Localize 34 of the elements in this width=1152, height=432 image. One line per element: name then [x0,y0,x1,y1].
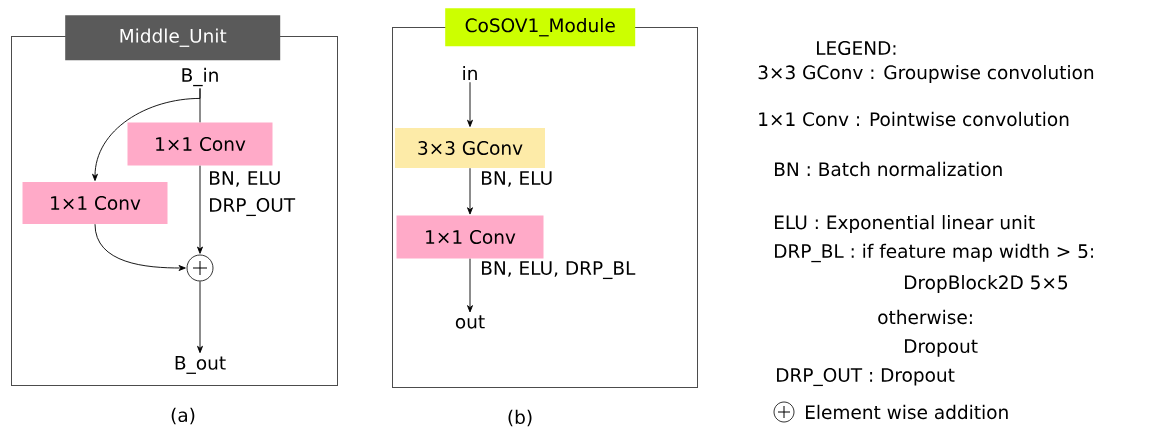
process-box: 1×1 Conv [396,215,544,259]
arrow [467,167,473,215]
title-tab: CoSOV1_Module [445,8,636,47]
edge-label: BN, ELU [482,171,552,187]
legend-text: DRP_OUT : Dropout [777,367,955,387]
node-label: B_in [182,67,218,87]
legend-text: DRP_BL : if feature map width > 5: [775,243,1093,263]
legend-text: 3×3 GConv : Groupwise convolution [758,65,1094,83]
node-label: B_out [175,356,226,374]
legend-text: ELU : Exponential linear unit [775,215,1035,233]
arrow [197,165,203,254]
arrow [94,223,186,271]
arrow [467,258,473,313]
process-box: 1×1 Conv [127,122,273,166]
edge-label: BN, ELU, DRP_BL [482,261,636,280]
legend-text: Dropout [905,339,978,357]
panel-caption: (a) [171,407,195,425]
addition-symbol [186,254,214,282]
legend-text: otherwise: [878,309,972,325]
node-label: in [463,65,477,81]
legend-text: Element wise addition [806,404,1008,420]
arrow [92,87,201,181]
node-label: out [455,315,485,329]
arrow [467,81,473,127]
legend-text: BN : Batch normalization [775,161,1002,177]
arrow [197,280,203,354]
legend-text: LEGEND: [817,41,896,55]
edge-label: BN, ELU DRP_OUT [210,171,296,217]
legend-text: DropBlock2D 5×5 [905,275,1068,293]
legend-text: 1×1 Conv : Pointwise convolution [759,111,1069,127]
process-box: 3×3 GConv [395,128,545,168]
panel-caption: (b) [508,409,532,427]
title-tab: Middle_Unit [65,15,281,61]
process-box: 1×1 Conv [22,182,168,224]
